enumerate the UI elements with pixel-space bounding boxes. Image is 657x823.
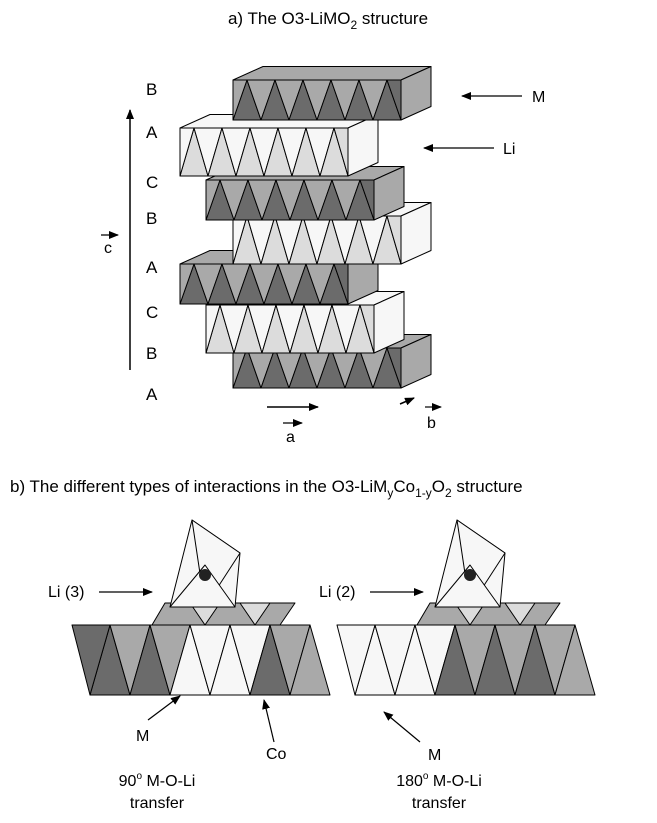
- part-a-title: a) The O3-LiMO2 structure: [228, 9, 428, 32]
- stacking-letter: B: [146, 80, 157, 99]
- li-atom: [464, 569, 476, 581]
- stacking-letter: C: [146, 303, 158, 322]
- part-b-title: b) The different types of interactions i…: [10, 477, 523, 500]
- li-label: Li: [503, 141, 515, 158]
- m-right-arrow: [383, 711, 421, 743]
- left-octa-left: [71, 624, 111, 696]
- layer-b-li-edge-right: [386, 215, 402, 265]
- right-caption-line2: transfer: [412, 795, 467, 812]
- b-axis-label: b: [427, 415, 436, 432]
- li2-label: Li (2): [319, 584, 355, 601]
- b-axis-arrow: [399, 397, 415, 406]
- co-arrow: [262, 699, 275, 743]
- stacking-letter: C: [146, 173, 158, 192]
- layer-a-li-edge-right: [333, 127, 349, 177]
- layer-c-li-edge-right: [359, 304, 375, 354]
- stacking-letters: B A C B A C B A: [146, 80, 158, 404]
- cluster-180-degree: [336, 519, 596, 696]
- m-left-label: M: [136, 728, 149, 745]
- layer-c-m-edge-right: [359, 179, 375, 221]
- a-axis-label: a: [286, 429, 295, 446]
- stacking-letter: B: [146, 344, 157, 363]
- li3-label: Li (3): [48, 584, 84, 601]
- left-caption-line2: transfer: [130, 795, 185, 812]
- layer-b-top-edge-right: [386, 79, 402, 121]
- right-octa-left: [336, 624, 376, 696]
- right-octa-right: [554, 624, 596, 696]
- c-axis-label: c: [104, 240, 112, 257]
- right-caption: 180o M-O-Li: [396, 771, 482, 790]
- right-li-octa-face2: [434, 564, 501, 608]
- co-label: Co: [266, 746, 287, 763]
- m-left-arrow: [147, 695, 181, 721]
- li-atom: [199, 569, 211, 581]
- left-li-octa-face2: [169, 564, 236, 608]
- layer-b-bottom-edge-right: [386, 347, 402, 389]
- m-label: M: [532, 89, 545, 106]
- stacking-letter: A: [146, 258, 158, 277]
- stacking-letter: A: [146, 385, 158, 404]
- layer-c-m-edge-left: [205, 179, 221, 221]
- layer-b-top-top: [232, 66, 432, 81]
- stacking-letter: B: [146, 209, 157, 228]
- cluster-90-degree: [71, 519, 331, 696]
- stacking-letter: A: [146, 123, 158, 142]
- layer-a-li-edge-left: [179, 127, 195, 177]
- layer-c-li-edge-left: [205, 304, 221, 354]
- layer-b-top-edge-left: [232, 79, 248, 121]
- layer-a-m-edge-left: [179, 263, 195, 305]
- m-right-label: M: [428, 747, 441, 764]
- crystal-structure: [179, 66, 432, 389]
- right-back-tri: [504, 602, 536, 626]
- left-octa-right: [289, 624, 331, 696]
- left-back-tri: [239, 602, 271, 626]
- left-caption: 90o M-O-Li: [119, 771, 196, 790]
